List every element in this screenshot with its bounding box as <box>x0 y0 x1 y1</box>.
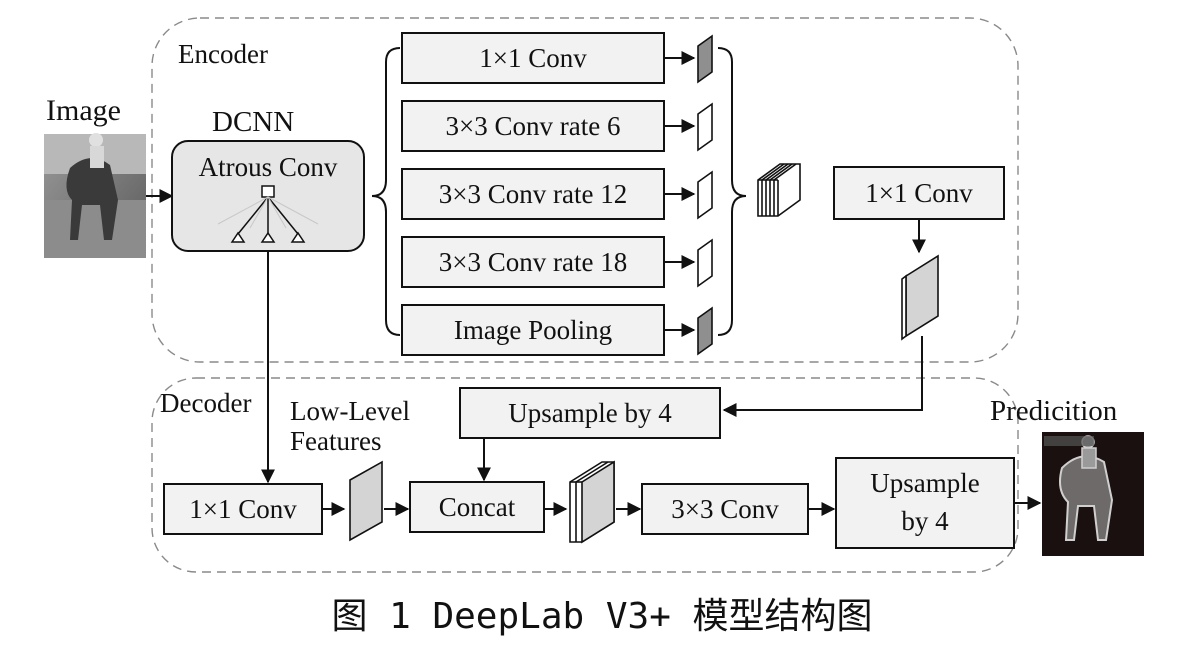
decoder-conv3x3: 3×3 Conv <box>641 483 809 535</box>
aspp-outputs <box>664 51 696 337</box>
svg-text:Upsample by 4: Upsample by 4 <box>508 398 672 428</box>
aspp-branch-pooling: Image Pooling <box>401 304 665 356</box>
low-level-features-label-1: Low-Level <box>290 396 410 426</box>
input-image <box>44 133 146 258</box>
aspp-branch-rate12: 3×3 Conv rate 12 <box>401 168 665 220</box>
encoder-output-feature <box>901 254 939 341</box>
decoder-region <box>151 377 1019 573</box>
svg-text:3×3 Conv rate 18: 3×3 Conv rate 18 <box>439 247 627 277</box>
aspp-stacked-features <box>757 163 801 217</box>
svg-text:3×3 Conv: 3×3 Conv <box>671 494 779 524</box>
decoder-conv1x1: 1×1 Conv <box>163 483 323 535</box>
image-label: Image <box>46 94 121 127</box>
aspp-right-brace <box>717 47 747 336</box>
svg-text:1×1 Conv: 1×1 Conv <box>865 178 973 208</box>
atrous-conv-label: Atrous Conv <box>199 152 338 182</box>
encoder-region <box>151 17 1019 363</box>
low-level-features-label-2: Features <box>290 426 381 456</box>
atrous-conv-icon <box>217 185 319 243</box>
svg-text:3×3 Conv rate 6: 3×3 Conv rate 6 <box>446 111 621 141</box>
aspp-branch-rate6: 3×3 Conv rate 6 <box>401 100 665 152</box>
svg-text:Image Pooling: Image Pooling <box>454 315 612 345</box>
aspp-feature-maps <box>697 34 713 356</box>
dcnn-label: DCNN <box>212 106 294 138</box>
encoder-to-upsample-arrow <box>722 336 923 417</box>
svg-text:by 4: by 4 <box>901 506 949 536</box>
aspp-branch-rate18: 3×3 Conv rate 18 <box>401 236 665 288</box>
concat-feature-map <box>569 460 615 544</box>
svg-text:Upsample: Upsample <box>870 468 979 498</box>
decoder-label: Decoder <box>160 388 251 418</box>
prediction-image <box>1042 432 1144 556</box>
aspp-branch-1x1: 1×1 Conv <box>401 32 665 84</box>
svg-text:1×1 Conv: 1×1 Conv <box>189 494 297 524</box>
svg-text:1×1 Conv: 1×1 Conv <box>479 43 587 73</box>
low-level-feature-map <box>349 460 383 542</box>
decoder-upsample-top: Upsample by 4 <box>459 387 721 439</box>
decoder-upsample-bottom: Upsample by 4 <box>835 457 1015 549</box>
decoder-concat: Concat <box>409 481 545 533</box>
svg-text:3×3 Conv rate 12: 3×3 Conv rate 12 <box>439 179 627 209</box>
aspp-left-brace <box>371 47 401 336</box>
prediction-label: Predicition <box>990 395 1118 427</box>
svg-text:Concat: Concat <box>439 492 516 522</box>
encoder-label: Encoder <box>178 39 268 69</box>
figure-caption: 图 1 DeepLab V3+ 模型结构图 <box>331 596 872 637</box>
aspp-branches: 1×1 Conv 3×3 Conv rate 6 3×3 Conv rate 1… <box>401 32 665 356</box>
encoder-conv1x1: 1×1 Conv <box>833 166 1005 220</box>
